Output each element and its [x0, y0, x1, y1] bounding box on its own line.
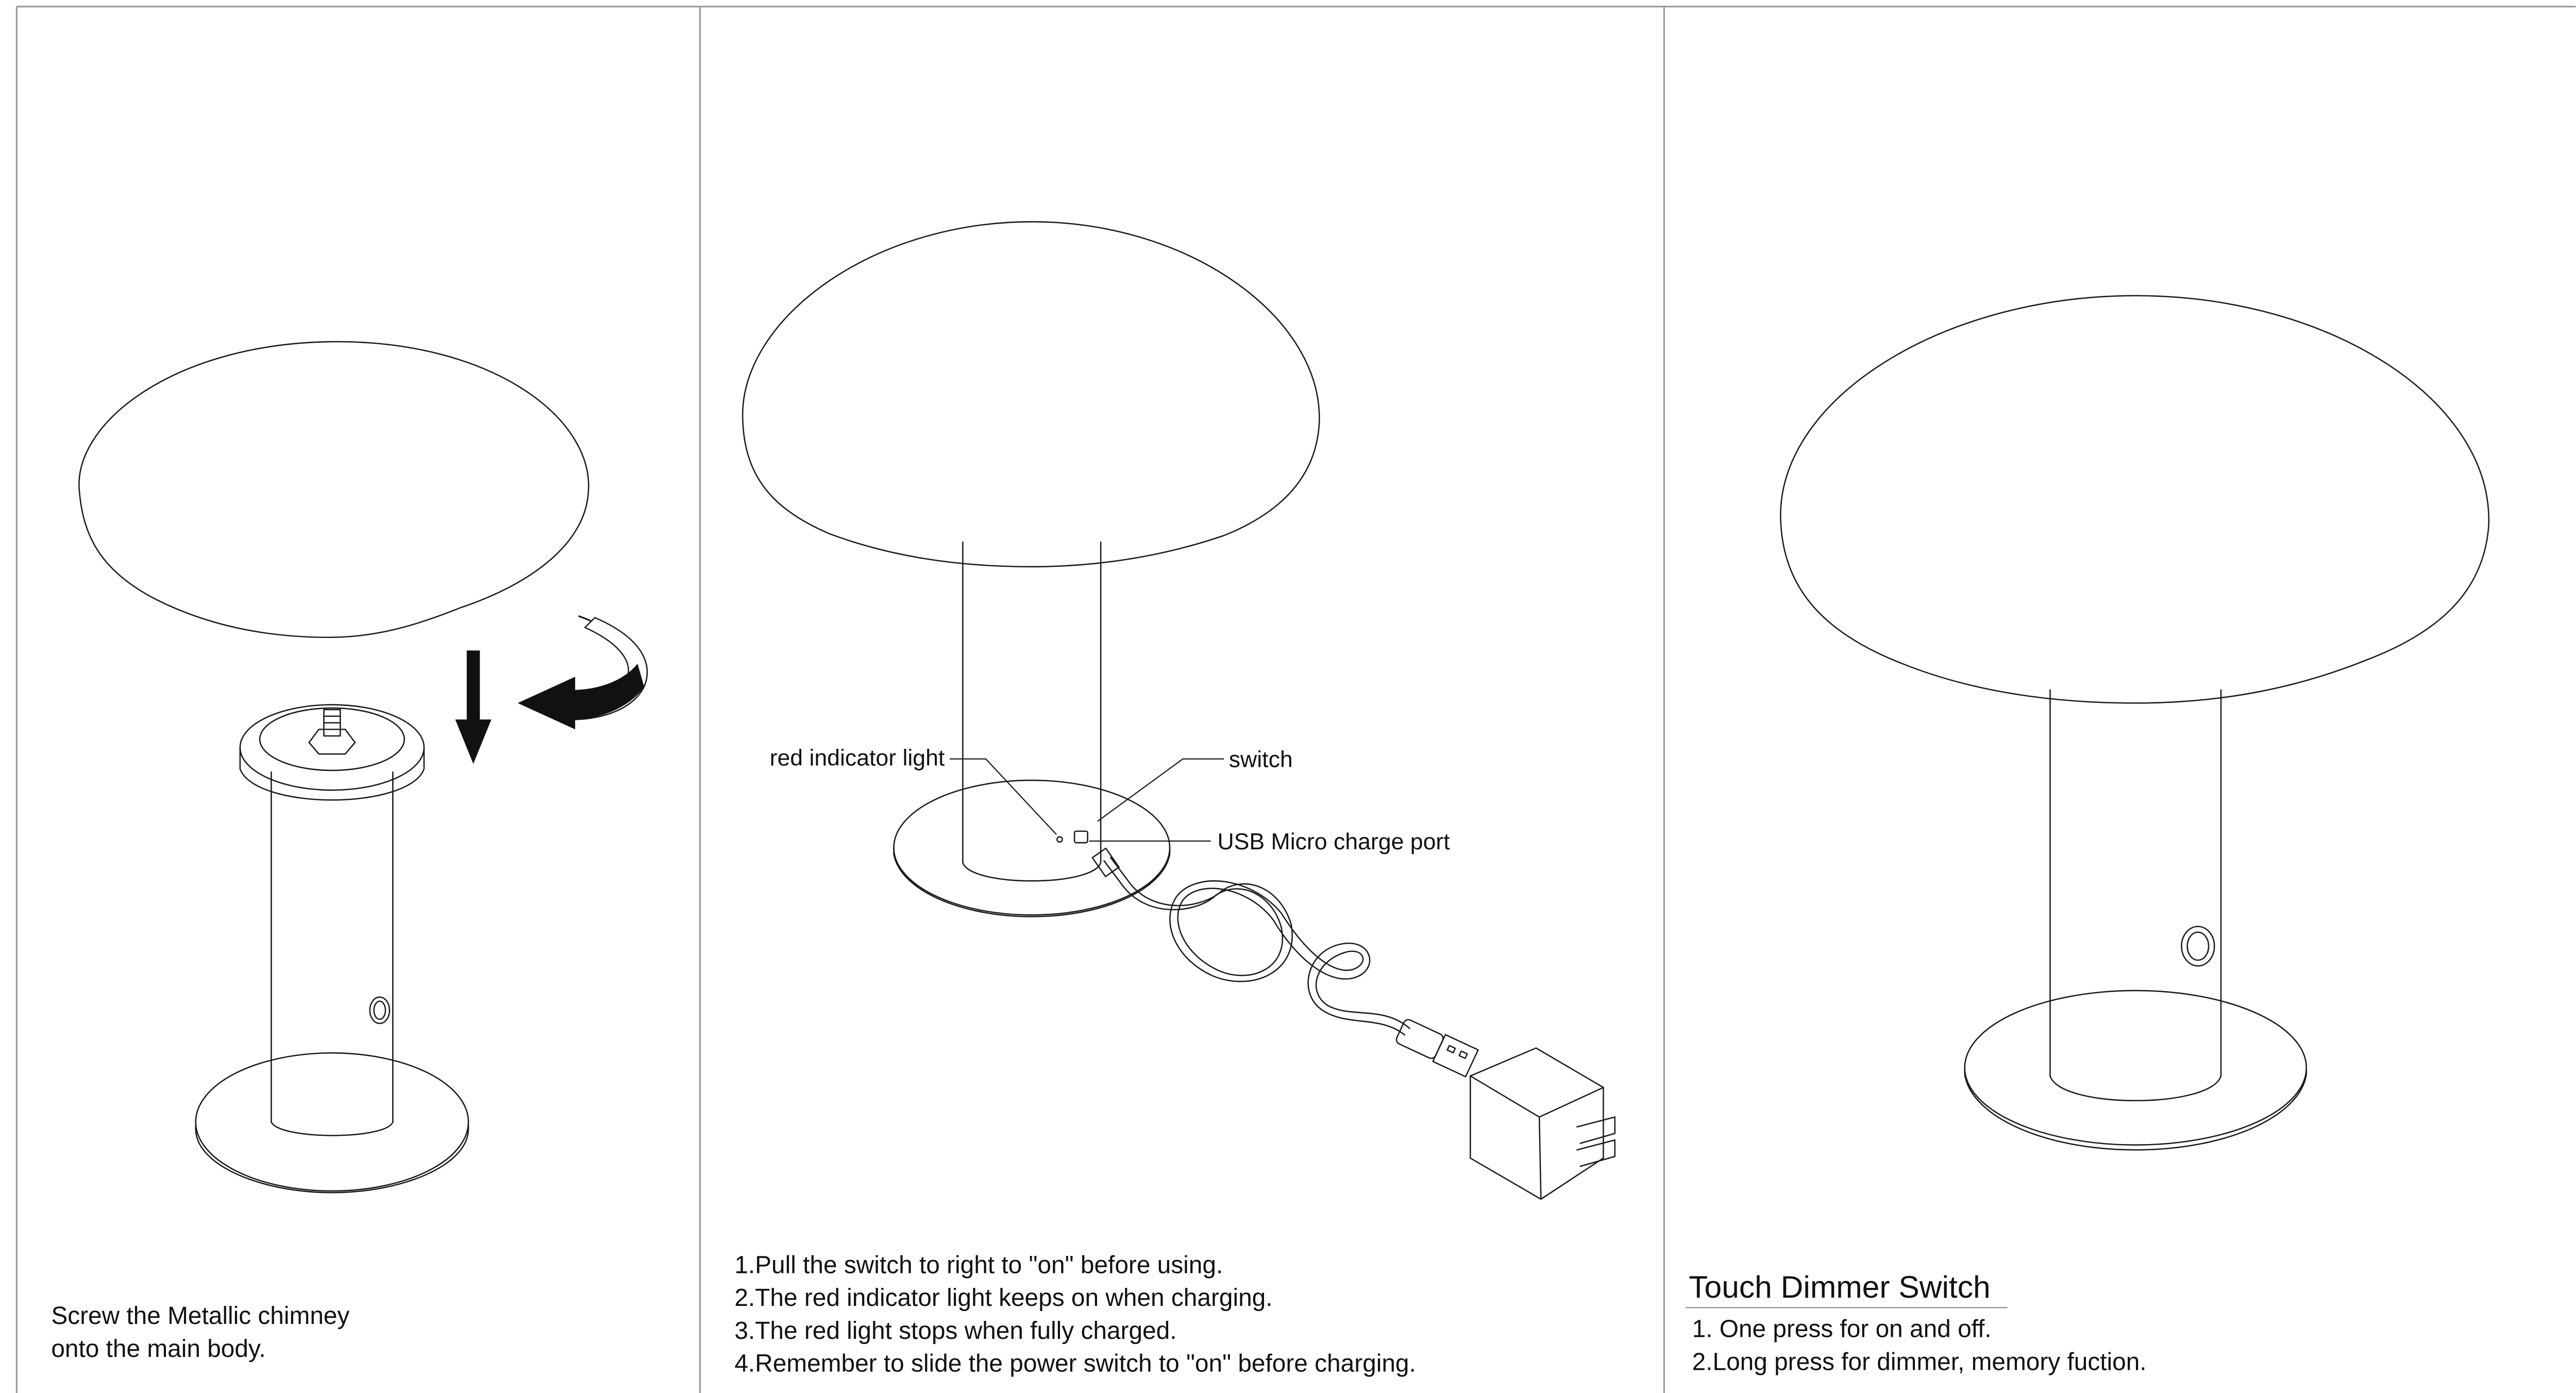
touch-dimmer-instruction-1: 1. One press for on and off.: [1692, 1316, 1992, 1343]
callout-switch: switch: [1229, 747, 1293, 773]
touch-dimmer-instruction-2: 2.Long press for dimmer, memory fuction.: [1692, 1348, 2147, 1375]
touch-dimmer-heading: Touch Dimmer Switch: [1689, 1269, 1990, 1304]
charging-instruction-3: 3.The red light stops when fully charged…: [734, 1317, 1176, 1345]
rotate-arrow-icon: [517, 615, 648, 730]
assembly-instruction-line-1: Screw the Metallic chimney: [51, 1302, 349, 1330]
down-arrow-icon: [455, 650, 492, 764]
lamp-charging-illustration: [742, 221, 1616, 1200]
panel-touch-dimmer: Touch Dimmer Switch 1. One press for on …: [1685, 295, 2489, 1375]
panel-assembly: Screw the Metallic chimney onto the main…: [51, 341, 648, 1363]
panel-frame: [15, 6, 2576, 1393]
panel-charging: red indicator light switch USB Micro cha…: [734, 221, 1616, 1378]
charging-instruction-4: 4.Remember to slide the power switch to …: [734, 1350, 1416, 1378]
charging-instruction-1: 1.Pull the switch to right to "on" befor…: [734, 1251, 1223, 1279]
callout-red-indicator-light: red indicator light: [770, 745, 945, 770]
lamp-base-with-chimney: [195, 704, 469, 1194]
charging-instruction-2: 2.The red indicator light keeps on when …: [734, 1284, 1272, 1312]
callout-usb-port: USB Micro charge port: [1217, 829, 1450, 854]
lamp-shade-illustration: [78, 341, 590, 639]
callout-leaders: [949, 758, 1224, 842]
assembly-instruction-line-2: onto the main body.: [51, 1335, 265, 1363]
lamp-assembled-illustration: [1780, 295, 2489, 1151]
